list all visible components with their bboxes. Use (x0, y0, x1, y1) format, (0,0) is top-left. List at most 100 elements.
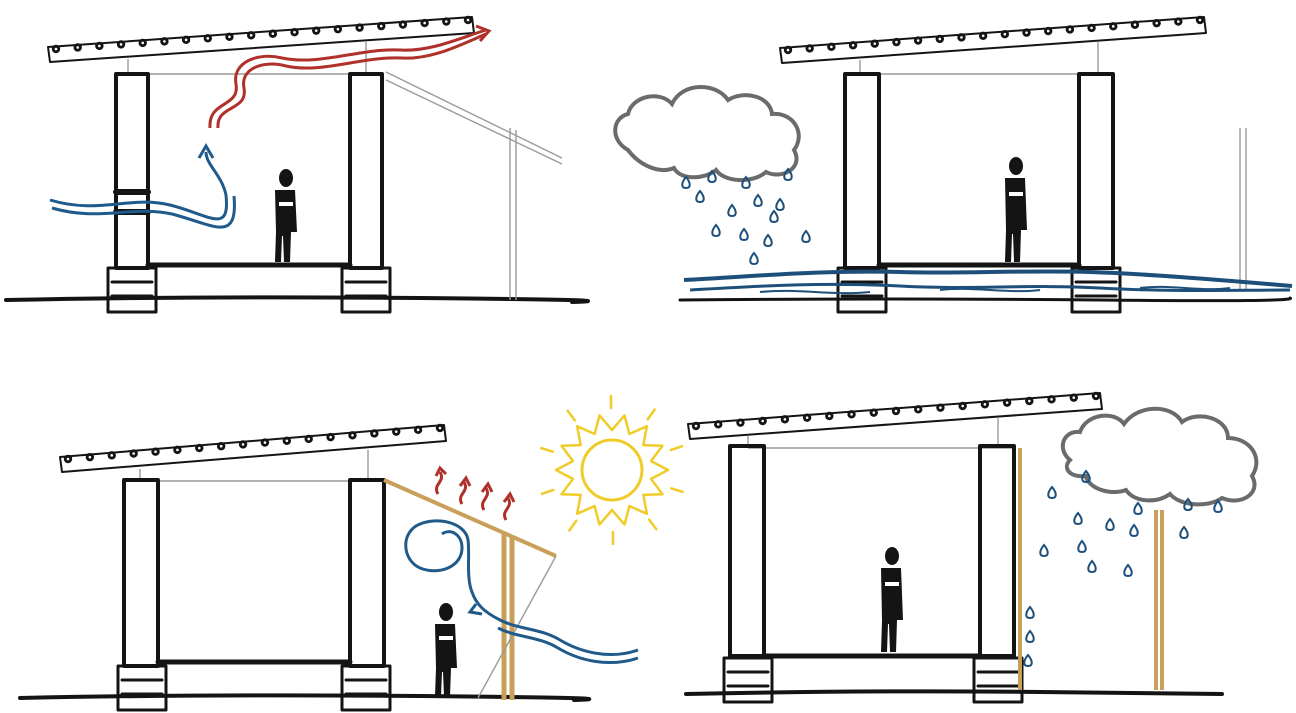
roof-stud-hole (1155, 22, 1158, 25)
roof-stud-hole (98, 45, 101, 48)
roof-stud-hole (1047, 30, 1050, 33)
left-plinth (724, 658, 772, 702)
rain-drop (1074, 513, 1082, 524)
roof-stud-hole (141, 42, 144, 45)
rain-drop (1026, 631, 1034, 642)
left-plinth (108, 268, 156, 312)
roof-stud-hole (938, 38, 941, 41)
rain-drop (1026, 607, 1034, 618)
rain-drop (1024, 655, 1032, 666)
sun-rays (556, 415, 668, 524)
roof-stud-hole (717, 423, 720, 426)
person-silhouette (1005, 157, 1027, 262)
roof-stud-hole (1199, 19, 1202, 22)
roof-stud-hole (1028, 400, 1031, 403)
sun-ray-dash (541, 448, 552, 452)
rain-drop (754, 195, 762, 206)
roof-rafter (48, 16, 474, 62)
person-silhouette (435, 603, 457, 696)
rain-drop (1078, 541, 1086, 552)
roof-stud-hole (1004, 33, 1007, 36)
roof-stud-hole (110, 454, 113, 457)
roof-stud-hole (806, 416, 809, 419)
roof-stud-hole (307, 438, 310, 441)
roof-stud-hole (939, 406, 942, 409)
roof-stud-hole (423, 22, 426, 25)
roof-stud-hole (286, 439, 289, 442)
rain-drop (728, 205, 736, 216)
roof-stud-hole (1050, 398, 1053, 401)
right-plinth (342, 666, 390, 710)
roof-stud-hole (132, 452, 135, 455)
sun-ray-dash (568, 411, 575, 421)
roof-stud-hole (1095, 395, 1098, 398)
roof-stud-hole (1134, 23, 1137, 26)
roof-stud-hole (417, 429, 420, 432)
roof-stud-hole (402, 23, 405, 26)
roof-stud-hole (917, 408, 920, 411)
sun-ray-dash (671, 446, 682, 450)
person-silhouette (881, 547, 903, 652)
roof-stud-hole (872, 411, 875, 414)
roof-stud-hole (220, 445, 223, 448)
rain-drop (1106, 519, 1114, 530)
rain-drop (1130, 525, 1138, 536)
roof-stud-hole (206, 37, 209, 40)
roof-stud-hole (1069, 28, 1072, 31)
roof-stud-hole (895, 410, 898, 413)
roof-stud-hole (358, 26, 361, 29)
roof-stud-hole (373, 432, 376, 435)
roof-stud-hole (873, 42, 876, 45)
roof-rafter (60, 424, 446, 472)
right-column (350, 480, 384, 666)
left-column (730, 446, 764, 656)
roof-stud-hole (315, 29, 318, 32)
right-plinth (974, 658, 1022, 702)
roof-stud-hole (120, 43, 123, 46)
roof-rafter (688, 392, 1102, 439)
person-silhouette (275, 169, 297, 262)
roof-stud-hole (395, 430, 398, 433)
roof-stud-hole (185, 39, 188, 42)
roof-stud-hole (198, 447, 201, 450)
left-column (116, 74, 148, 268)
rain-drop (1088, 561, 1096, 572)
right-column (350, 74, 382, 268)
roof-stud-hole (439, 427, 442, 430)
left-column (845, 74, 879, 268)
rain-drop (740, 229, 748, 240)
rain-drop (1124, 565, 1132, 576)
panel-flooding (615, 16, 1292, 312)
sun-disk (582, 440, 642, 500)
rain-cloud (1063, 409, 1257, 505)
rain-drop (776, 199, 784, 210)
rain-drops (682, 169, 810, 264)
roof-stud-hole (89, 456, 92, 459)
roof-stud-hole (1177, 20, 1180, 23)
roof-stud-hole (272, 32, 275, 35)
rain-drop (764, 235, 772, 246)
roof-stud-hole (337, 28, 340, 31)
roof-stud-hole (176, 449, 179, 452)
roof-stud-hole (228, 35, 231, 38)
roof-support (140, 450, 384, 481)
rain-cloud (615, 87, 799, 180)
roof-support (860, 42, 1112, 74)
roof-rafter (780, 16, 1206, 63)
panel-sun-shading (20, 396, 683, 710)
rain-drop (1180, 527, 1188, 538)
left-plinth (838, 268, 886, 312)
roof-stud-hole (264, 441, 267, 444)
tan-post (1156, 510, 1162, 690)
rain-drop (750, 253, 758, 264)
roof-stud-hole (739, 421, 742, 424)
roof-stud-hole (1090, 27, 1093, 30)
sun-ray-dash (649, 520, 656, 530)
right-column (980, 446, 1014, 656)
sun-ray-dash (671, 488, 682, 492)
roof-stud-hole (895, 41, 898, 44)
roof-stud-hole (695, 425, 698, 428)
roof-stud-hole (852, 44, 855, 47)
roof-stud-hole (784, 418, 787, 421)
